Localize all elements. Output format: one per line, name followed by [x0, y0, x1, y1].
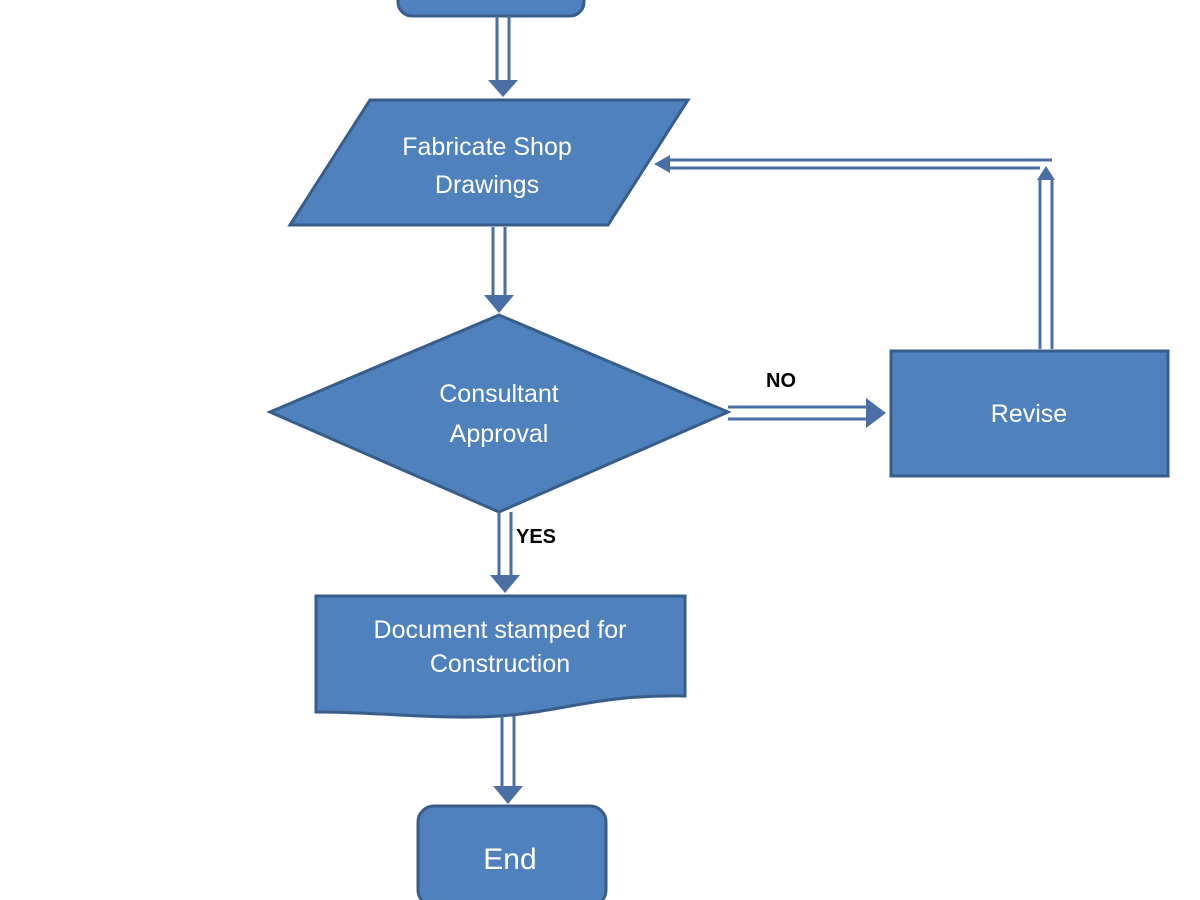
decision-label-line1: Consultant	[439, 380, 559, 408]
fabricate-label-line2: Drawings	[435, 171, 539, 199]
fabricate-label-line1: Fabricate Shop	[402, 133, 572, 161]
document-label-line1: Document stamped for	[374, 616, 627, 644]
connector-yes-branch	[490, 512, 520, 593]
connector-revise-loop	[654, 155, 1055, 349]
document-label-line2: Construction	[430, 650, 570, 678]
decision-label-line2: Approval	[450, 420, 549, 448]
revise-node[interactable]: Revise	[889, 349, 1170, 478]
connector-document-to-end	[493, 716, 523, 804]
fabricate-node[interactable]: Fabricate Shop Drawings	[287, 98, 691, 227]
connector-no-branch	[728, 398, 886, 428]
start-node[interactable]	[396, 0, 586, 18]
yes-branch-label: YES	[516, 526, 556, 548]
connector-fabricate-to-decision	[484, 227, 514, 313]
connector-start-to-fabricate	[488, 16, 518, 97]
end-label: End	[483, 843, 536, 876]
end-node[interactable]: End	[416, 804, 608, 900]
revise-label: Revise	[991, 400, 1067, 428]
no-branch-label: NO	[766, 370, 796, 392]
document-node[interactable]: Document stamped for Construction	[314, 594, 687, 719]
decision-node[interactable]: Consultant Approval	[266, 313, 732, 514]
